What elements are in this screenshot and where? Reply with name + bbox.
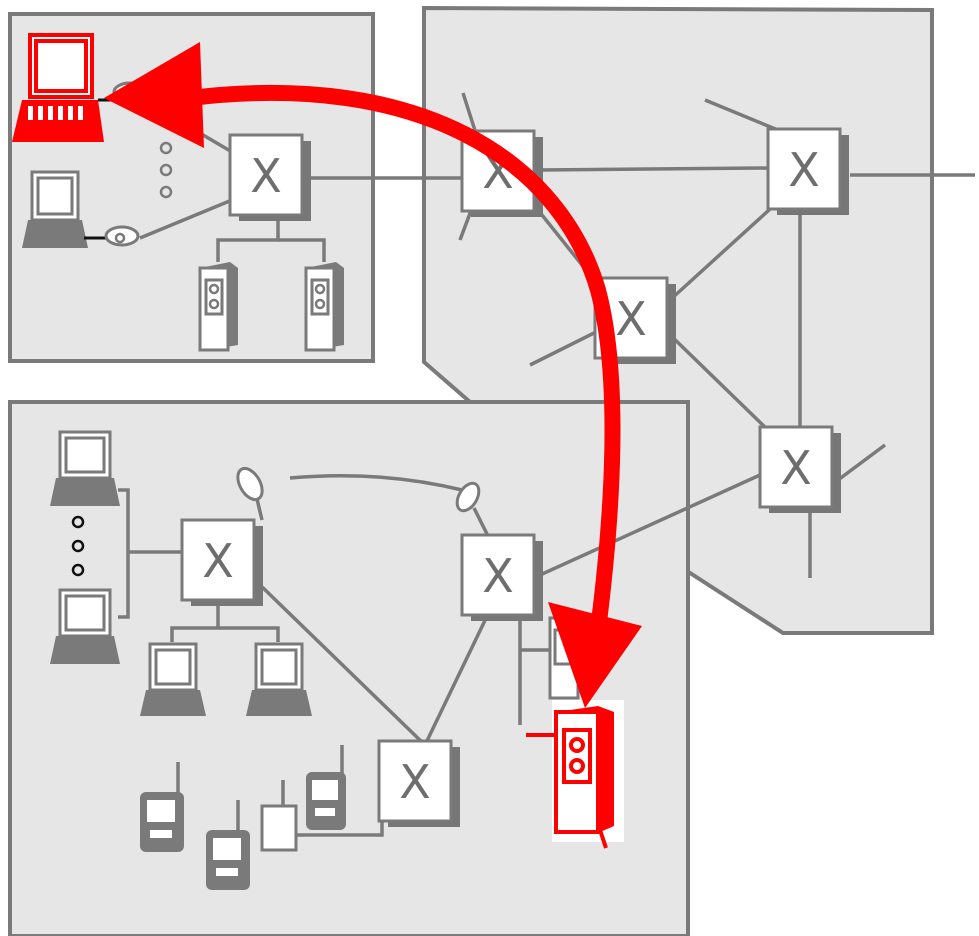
telephone-icon bbox=[104, 225, 140, 247]
ellipsis-dots bbox=[71, 515, 85, 577]
antenna-icon bbox=[236, 466, 264, 502]
arrowhead-bottom bbox=[548, 602, 642, 708]
svg-text:X: X bbox=[250, 149, 282, 203]
switch-bottom-left: X bbox=[180, 518, 263, 606]
switch-core-bottom: X bbox=[758, 425, 841, 513]
ellipsis-dots bbox=[159, 141, 173, 199]
bottom-links bbox=[118, 473, 550, 837]
switch-top-left: X bbox=[228, 133, 311, 221]
server-icon bbox=[304, 262, 344, 352]
bidirectional-arrow bbox=[104, 42, 642, 708]
core-links bbox=[305, 92, 975, 578]
red-terminal bbox=[12, 33, 118, 142]
svg-text:X: X bbox=[399, 755, 431, 809]
terminal-icon bbox=[50, 430, 120, 506]
svg-text:X: X bbox=[780, 441, 812, 495]
svg-text:X: X bbox=[615, 292, 647, 346]
terminal-icon bbox=[22, 170, 108, 248]
base-station-icon bbox=[260, 804, 298, 852]
svg-text:X: X bbox=[788, 143, 820, 197]
mobile-device-icon bbox=[306, 772, 346, 830]
server-icon bbox=[198, 262, 238, 352]
mobile-device-icon bbox=[206, 830, 250, 890]
terminal-icon bbox=[50, 588, 120, 664]
antenna-icon bbox=[455, 481, 481, 513]
red-server bbox=[526, 700, 624, 849]
switch-core-right: X bbox=[766, 127, 849, 215]
svg-text:X: X bbox=[482, 549, 514, 603]
switch-bottom-right: X bbox=[460, 533, 543, 621]
terminal-icon bbox=[246, 642, 312, 716]
terminal-icon bbox=[140, 642, 206, 716]
mobile-device-icon bbox=[140, 792, 184, 852]
arrowhead-left bbox=[104, 42, 204, 148]
switch-bottom-lower: X bbox=[377, 739, 460, 827]
svg-text:X: X bbox=[202, 534, 234, 588]
